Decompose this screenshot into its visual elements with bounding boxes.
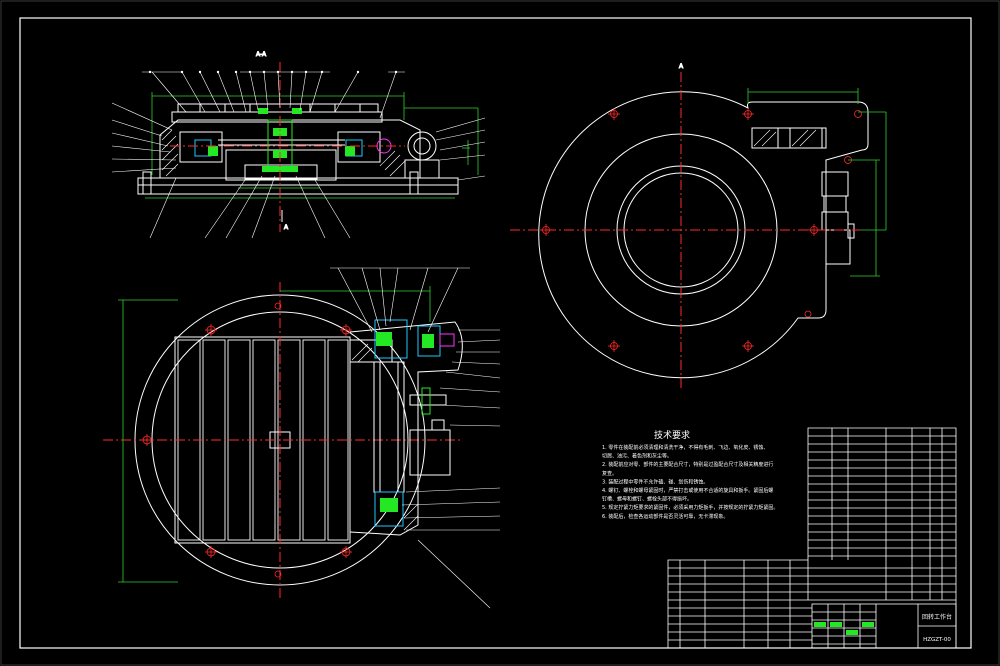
- side-view: A: [510, 63, 887, 388]
- notes-line: 1. 零件在装配前必须清理和清洗干净，不得有毛刺、飞边、氧化皮、锈蚀、: [602, 444, 768, 451]
- notes-line: 6. 装配后，检查各运动部件是否灵活可靠，无卡滞现象。: [602, 513, 728, 520]
- technical-notes: 技术要求 1. 零件在装配前必须清理和清洗干净，不得有毛刺、飞边、氧化皮、锈蚀、…: [602, 429, 778, 520]
- drawing-name: 回转工作台: [922, 613, 952, 621]
- parts-rows-upper: [808, 435, 956, 557]
- notes-line: 切屑、油污、着色剂和灰尘等。: [602, 453, 672, 460]
- view-arrow-label: A: [284, 224, 289, 231]
- parts-list: 回转工作台 HZGZT-00: [667, 427, 957, 649]
- side-view-label: A: [679, 63, 684, 70]
- section-label: A-A: [256, 51, 267, 58]
- parts-rows-lower: [668, 567, 956, 641]
- notes-line: 3. 装配过程中零件不允许磕、碰、划伤和锈蚀。: [602, 478, 708, 485]
- notes-line: 钉槽、螺母和螺钉、螺栓头部不得损坏。: [602, 496, 692, 503]
- notes-lines: 1. 零件在装配前必须清理和清洗干净，不得有毛刺、飞边、氧化皮、锈蚀、切屑、油污…: [602, 444, 778, 520]
- notes-title: 技术要求: [654, 429, 690, 441]
- notes-line: 5. 规定拧紧力矩要求的紧固件，必须采用力矩扳手，并按规定的拧紧力矩紧固。: [602, 504, 778, 511]
- plan-view: [103, 267, 501, 609]
- notes-line: 4. 螺钉、螺栓和螺母紧固时，严禁打击或使用不合适的旋具和扳手。紧固后螺: [602, 487, 773, 494]
- notes-line: 2. 装配前应对零、部件的主要配合尺寸，特别是过盈配合尺寸及相关精度进行: [602, 461, 773, 468]
- notes-line: 复查。: [602, 470, 617, 477]
- drawing-number: HZGZT-00: [923, 637, 951, 643]
- front-section-view: A-A: [111, 51, 486, 239]
- drawing-frame: [19, 17, 972, 649]
